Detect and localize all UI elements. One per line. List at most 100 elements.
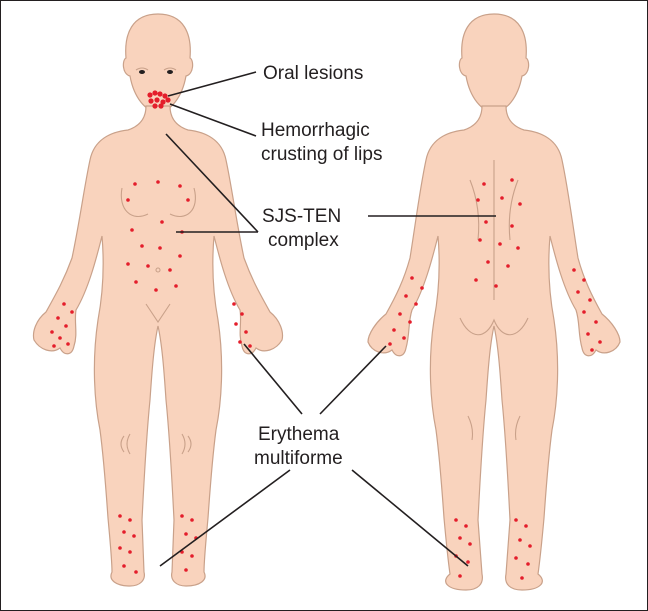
lesion-dot bbox=[514, 556, 518, 560]
label-em-line2: multiforme bbox=[254, 448, 343, 469]
lesion-dot bbox=[50, 330, 54, 334]
lesion-dot bbox=[458, 536, 462, 540]
lesion-dot bbox=[180, 514, 184, 518]
lesion-dot bbox=[64, 324, 68, 328]
front-head bbox=[123, 14, 192, 112]
lesion-dot bbox=[486, 260, 490, 264]
lesion-dot bbox=[130, 228, 134, 232]
lesion-dot bbox=[244, 330, 248, 334]
lesion-dot bbox=[454, 518, 458, 522]
lesion-dot bbox=[520, 576, 524, 580]
lesion-dot bbox=[118, 514, 122, 518]
lesion-dot bbox=[178, 184, 182, 188]
lesion-dot bbox=[174, 284, 178, 288]
lesion-dot bbox=[154, 97, 159, 102]
lesion-dot bbox=[147, 92, 152, 97]
lesion-dot bbox=[165, 97, 170, 102]
label-sjs-line2: complex bbox=[268, 230, 339, 251]
lesion-dot bbox=[133, 182, 137, 186]
lesion-dot bbox=[468, 542, 472, 546]
lesion-dot bbox=[524, 524, 528, 528]
back-head bbox=[459, 14, 528, 112]
lesion-dot bbox=[576, 290, 580, 294]
lesion-dot bbox=[402, 336, 406, 340]
lesion-dot bbox=[404, 294, 408, 298]
lesion-dot bbox=[482, 182, 486, 186]
lesion-dot bbox=[186, 198, 190, 202]
lesion-dot bbox=[408, 320, 412, 324]
lesion-dot bbox=[66, 342, 70, 346]
lesion-dot bbox=[586, 332, 590, 336]
lesion-dot bbox=[590, 348, 594, 352]
lesion-dot bbox=[506, 264, 510, 268]
lesion-dot bbox=[232, 302, 236, 306]
lesion-dot bbox=[128, 518, 132, 522]
lesion-dot bbox=[168, 268, 172, 272]
lesion-dot bbox=[70, 310, 74, 314]
label-em-line1: Erythema bbox=[258, 424, 340, 445]
lesion-dot bbox=[526, 562, 530, 566]
leader-em-front-hand bbox=[244, 344, 302, 414]
lesion-dot bbox=[184, 568, 188, 572]
lesion-dot bbox=[510, 224, 514, 228]
leader-em-back-hand bbox=[320, 346, 386, 414]
lesion-dot bbox=[238, 340, 242, 344]
lesion-dot bbox=[476, 198, 480, 202]
lesion-dot bbox=[498, 242, 502, 246]
lesion-dot bbox=[494, 284, 498, 288]
lesion-dot bbox=[466, 560, 470, 564]
labels: Oral lesions Hemorrhagic crusting of lip… bbox=[254, 63, 382, 469]
lesion-dot bbox=[56, 316, 60, 320]
lesion-dot bbox=[134, 280, 138, 284]
lesion-dot bbox=[160, 220, 164, 224]
label-hemorrhagic-line1: Hemorrhagic bbox=[261, 120, 370, 141]
front-right-pupil bbox=[167, 70, 173, 74]
front-left-pupil bbox=[139, 70, 145, 74]
lesion-dot bbox=[58, 336, 62, 340]
lesion-dot bbox=[118, 546, 122, 550]
lesion-dot bbox=[516, 246, 520, 250]
lesion-dot bbox=[248, 344, 252, 348]
lesion-dot bbox=[154, 288, 158, 292]
lesion-dot bbox=[594, 320, 598, 324]
lesion-dot bbox=[588, 298, 592, 302]
lesion-dot bbox=[240, 312, 244, 316]
lesion-dot bbox=[132, 534, 136, 538]
lesion-dot bbox=[598, 340, 602, 344]
lesion-dot bbox=[190, 554, 194, 558]
lesion-dot bbox=[420, 286, 424, 290]
lesion-dot bbox=[190, 518, 194, 522]
lesion-dot bbox=[398, 312, 402, 316]
lesion-dot bbox=[52, 344, 56, 348]
lesion-dot bbox=[392, 328, 396, 332]
lesion-dot bbox=[388, 342, 392, 346]
lesion-dot bbox=[158, 246, 162, 250]
label-sjs-line1: SJS-TEN bbox=[262, 206, 341, 227]
lesion-dot bbox=[156, 180, 160, 184]
label-hemorrhagic-line2: crusting of lips bbox=[261, 144, 382, 165]
lesion-dot bbox=[514, 518, 518, 522]
lesion-dot bbox=[157, 91, 162, 96]
lesion-dot bbox=[178, 254, 182, 258]
lesion-dot bbox=[572, 268, 576, 272]
lesion-dot bbox=[128, 550, 132, 554]
lesion-dot bbox=[528, 544, 532, 548]
label-oral-lesions: Oral lesions bbox=[263, 63, 363, 84]
lesion-dot bbox=[484, 220, 488, 224]
lesion-dot bbox=[146, 264, 150, 268]
lesion-dot bbox=[458, 574, 462, 578]
lesion-dot bbox=[62, 302, 66, 306]
lesion-dot bbox=[464, 524, 468, 528]
lesion-dot bbox=[134, 570, 138, 574]
lesion-dot bbox=[126, 262, 130, 266]
lesion-dot bbox=[122, 564, 126, 568]
lesion-dot bbox=[152, 103, 157, 108]
lesion-dot bbox=[126, 198, 130, 202]
back-figure bbox=[368, 14, 620, 590]
lesion-dot bbox=[478, 238, 482, 242]
lesion-dot bbox=[410, 276, 414, 280]
lesion-dot bbox=[148, 98, 153, 103]
lesion-dot bbox=[510, 178, 514, 182]
lesion-dot bbox=[500, 196, 504, 200]
